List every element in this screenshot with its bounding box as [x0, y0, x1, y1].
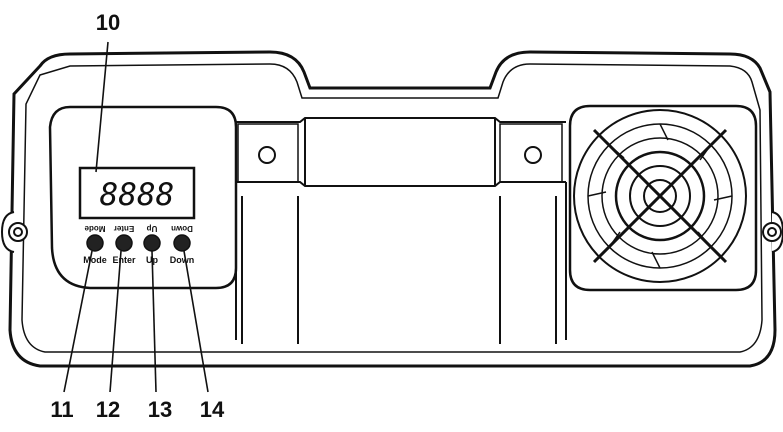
right-mounting-lug — [762, 211, 783, 253]
right-screw-icon — [499, 123, 563, 183]
down-label: Down — [170, 255, 195, 265]
callout-13: 13 — [148, 397, 172, 422]
left-screw-icon — [237, 123, 299, 183]
mode-label-flipped: Mode — [84, 224, 105, 233]
center-channel — [235, 117, 567, 344]
callout-11: 11 — [50, 397, 73, 422]
left-mounting-lug — [0, 211, 28, 253]
display-readout: 8888 — [100, 177, 175, 213]
callout-10: 10 — [96, 10, 120, 35]
down-button[interactable] — [173, 234, 191, 252]
mode-button[interactable] — [86, 234, 104, 252]
button-row: Mode Mode Enter Enter Up Up Down Down — [83, 224, 194, 265]
leader-lines — [63, 41, 209, 393]
led-display: 8888 — [78, 166, 196, 220]
device-housing — [8, 50, 777, 368]
callout-12: 12 — [96, 397, 120, 422]
enter-label-flipped: Enter — [114, 224, 134, 233]
callout-14: 14 — [200, 397, 225, 422]
fan-grille-icon — [568, 104, 758, 292]
up-button[interactable] — [143, 234, 161, 252]
mode-label: Mode — [83, 255, 107, 265]
enter-button[interactable] — [115, 234, 133, 252]
down-label-flipped: Down — [171, 224, 193, 233]
up-label-flipped: Up — [147, 224, 158, 233]
enter-label: Enter — [112, 255, 136, 265]
